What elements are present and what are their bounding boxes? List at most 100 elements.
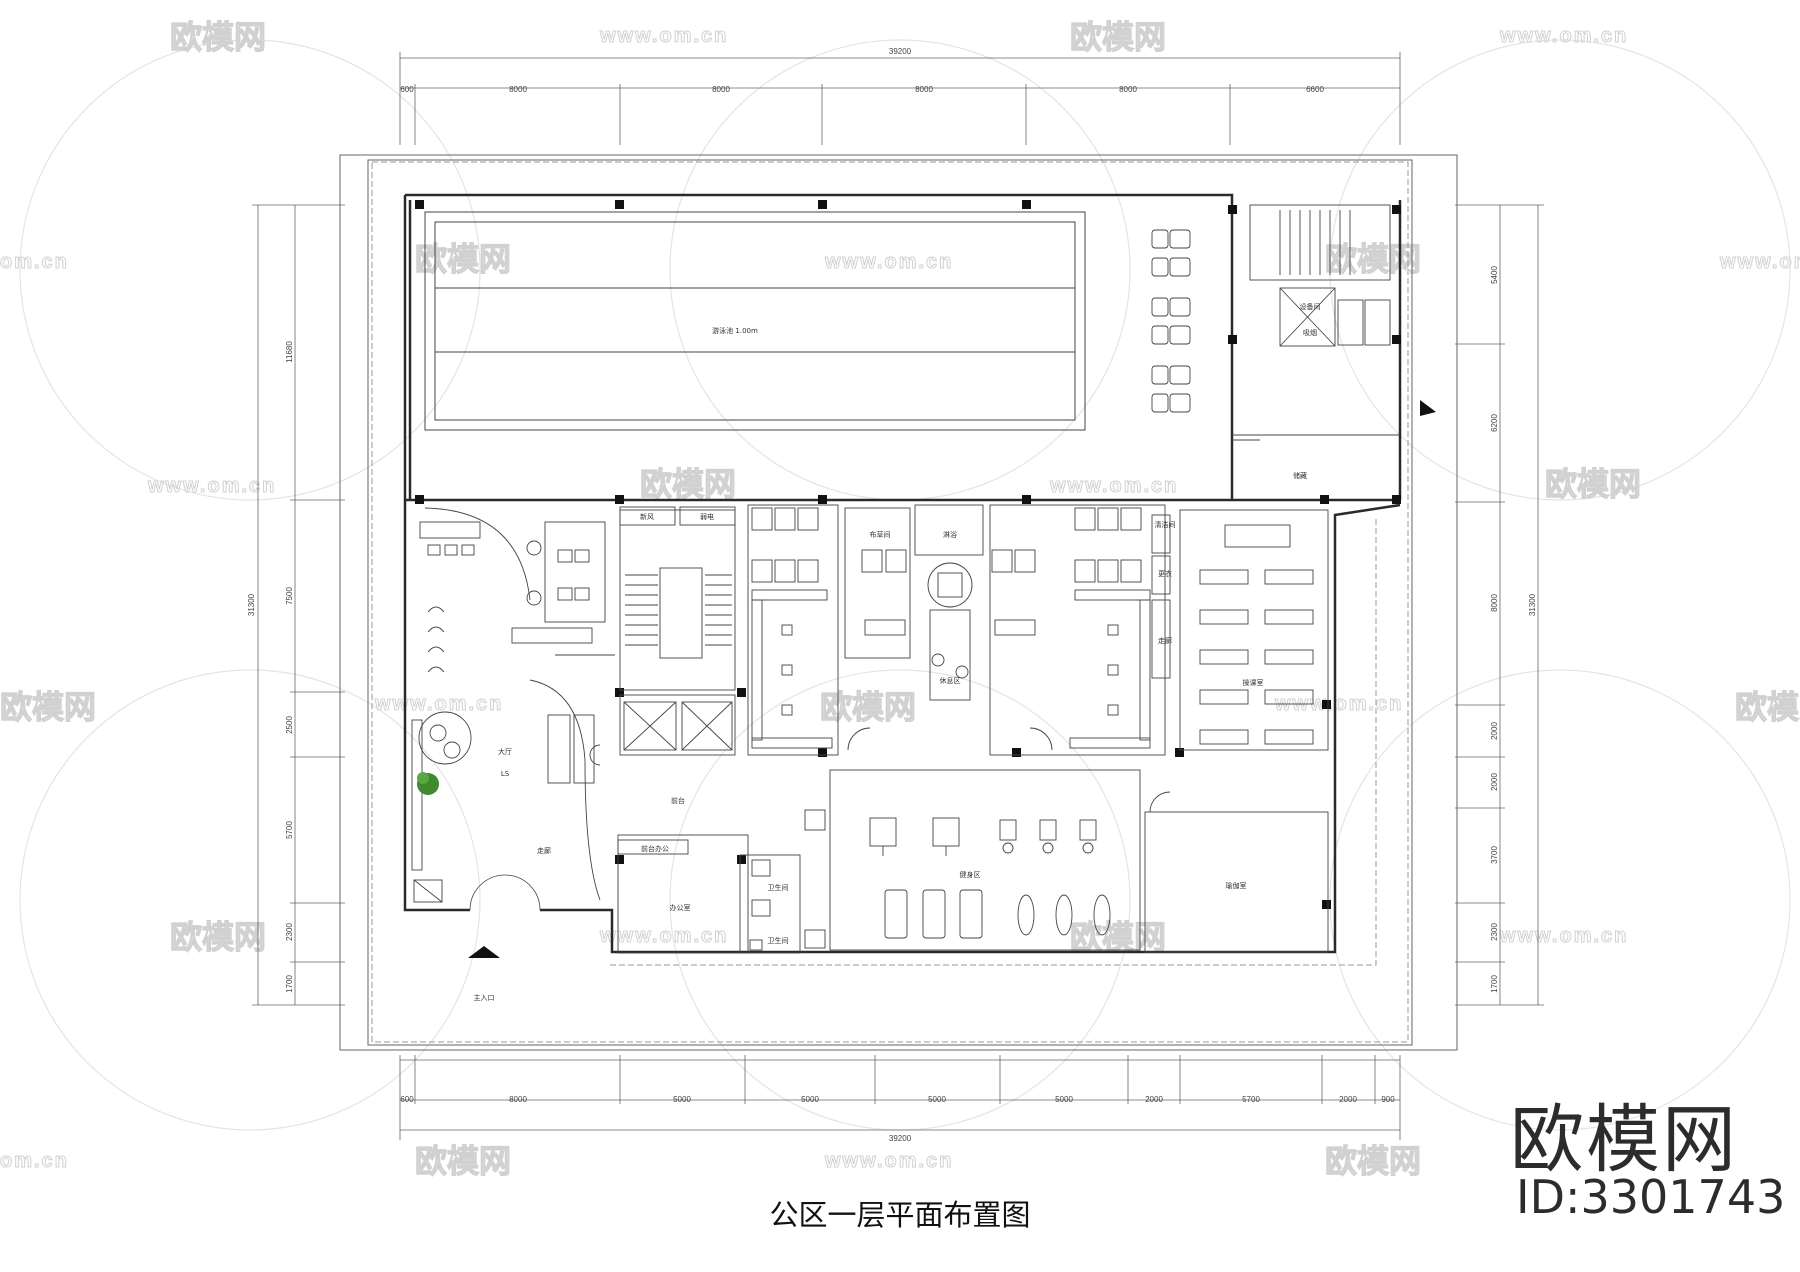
- watermark-url: www.om.cn: [1274, 693, 1403, 715]
- dim-bottom-seg: 2000: [1145, 1095, 1163, 1104]
- watermark-url: www.om.cn: [824, 251, 953, 273]
- gym-area: [804, 769, 1141, 951]
- watermark-url: www.om.cn: [1499, 25, 1628, 47]
- room-label-pool: 游泳池 1.00m: [712, 326, 758, 335]
- dim-right-seg: 5400: [1490, 266, 1499, 284]
- watermark-url: www.om.cn: [599, 25, 728, 47]
- watermark-url: www.om.cn: [1499, 925, 1628, 947]
- site-boundary: [339, 154, 1458, 1051]
- room-label-b: 弱电: [700, 512, 714, 521]
- northeast-core: [1232, 204, 1400, 441]
- office-block: [617, 834, 826, 954]
- dim-top-total: 39200: [889, 47, 912, 56]
- dim-top-seg: 6600: [1306, 85, 1324, 94]
- dim-right-seg: 2000: [1490, 773, 1499, 791]
- room-label-front-desk: 前台: [671, 796, 685, 805]
- watermark-logo: 欧模网: [415, 1142, 511, 1180]
- room-label-lobby: 大厅: [498, 747, 512, 756]
- room-label-studio: 操课室: [1243, 678, 1264, 687]
- dim-bottom-total: 39200: [889, 1134, 912, 1143]
- pool-loungers: [1151, 229, 1191, 413]
- watermark-url: www.om.cn: [1719, 251, 1800, 273]
- entrance-door: [469, 874, 541, 911]
- watermark-logo: 欧模网: [170, 18, 266, 56]
- dim-top-seg: 8000: [915, 85, 933, 94]
- room-label-c: 清洁间: [1155, 520, 1176, 529]
- structural-columns: [415, 200, 1401, 909]
- watermark-logo: 欧模网: [1325, 240, 1421, 278]
- dim-right-seg: 8000: [1490, 594, 1499, 612]
- dim-bottom-seg: 5000: [673, 1095, 691, 1104]
- dim-left-total: 31300: [247, 593, 256, 616]
- dim-bottom-seg: 600: [400, 1095, 414, 1104]
- room-label-smoking: 吸烟: [1303, 328, 1317, 337]
- watermark-logo: 欧模网: [820, 688, 916, 726]
- dimension-bottom: [399, 1055, 1401, 1140]
- watermark-url: www.om.cn: [1049, 475, 1178, 497]
- central-core: [619, 506, 736, 756]
- dimension-top: [399, 52, 1401, 145]
- room-label-yoga: 瑜伽室: [1226, 881, 1247, 890]
- room-label-d: 更衣: [1158, 569, 1172, 578]
- exterior-walls: [403, 193, 1402, 954]
- watermark-logo: 欧模网: [170, 918, 266, 956]
- locker-room-west: [747, 504, 911, 756]
- watermark-logo: 欧模网: [1735, 688, 1800, 726]
- dim-bottom-seg: 8000: [509, 1095, 527, 1104]
- dimension-right: [1455, 204, 1544, 1006]
- planter: [417, 772, 439, 795]
- dim-bottom-seg: 5000: [801, 1095, 819, 1104]
- room-label-toilet-a: 卫生间: [768, 883, 789, 892]
- brand-logo-text: 欧模网: [1510, 1097, 1738, 1183]
- dim-right-seg: 2300: [1490, 923, 1499, 941]
- room-label-spa: 淋浴: [943, 530, 957, 539]
- dim-left-seg: 11680: [285, 341, 294, 363]
- dim-right-seg: 1700: [1490, 975, 1499, 993]
- watermark-url: www.om.cn: [374, 693, 503, 715]
- watermark-url: om.cn: [0, 251, 69, 273]
- room-label-gym: 健身区: [960, 870, 981, 879]
- dim-left-seg: 2500: [285, 716, 294, 734]
- watermark-logo: 欧模网: [415, 240, 511, 278]
- drawing-title: 公区一层平面布置图: [769, 1198, 1031, 1232]
- dimension-left: [252, 204, 345, 1006]
- room-label-office: 办公室: [670, 903, 691, 912]
- watermark-url: www.om.cn: [599, 925, 728, 947]
- dim-bottom-seg: 2000: [1339, 1095, 1357, 1104]
- studio-room: [1179, 509, 1329, 751]
- watermark-logo: 欧模网: [0, 688, 96, 726]
- room-label-corridor: 走廊: [537, 846, 551, 855]
- watermark-url: www.om.cn: [824, 1150, 953, 1172]
- watermark-logo: 欧模网: [1545, 465, 1641, 503]
- dim-right-total: 31300: [1528, 593, 1537, 616]
- dim-bottom-seg: 5000: [1055, 1095, 1073, 1104]
- brand-id: ID:3301743: [1516, 1170, 1786, 1224]
- watermark-url: www.om.cn: [147, 475, 276, 497]
- watermark-logo: 欧模网: [1325, 1142, 1421, 1180]
- room-label-reception-office: 前台办公: [641, 844, 669, 853]
- dim-left-seg: 2300: [285, 923, 294, 941]
- dim-top-seg: 8000: [712, 85, 730, 94]
- dim-left-seg: 1700: [285, 975, 294, 993]
- room-label-storage: 储藏: [1293, 471, 1307, 480]
- dim-bottom-seg: 5700: [1242, 1095, 1260, 1104]
- room-label-laundry: 布草间: [870, 530, 891, 539]
- label-entrance: 主入口: [474, 993, 495, 1002]
- locker-room-east: [989, 504, 1171, 756]
- dim-left-seg: 7500: [285, 587, 294, 605]
- dim-right-seg: 2000: [1490, 722, 1499, 740]
- dim-right-seg: 6200: [1490, 414, 1499, 432]
- watermark-logo: 欧模网: [640, 465, 736, 503]
- dim-top-seg: 600: [400, 85, 414, 94]
- spa-core: [914, 504, 984, 701]
- room-label-toilet-b: 卫生间: [768, 936, 789, 945]
- dim-bottom-seg: 5000: [928, 1095, 946, 1104]
- dim-top-seg: 8000: [1119, 85, 1137, 94]
- room-label-lounge: 休息区: [940, 676, 961, 685]
- dim-top-seg: 8000: [509, 85, 527, 94]
- north-arrow-marker: [1420, 400, 1436, 416]
- dim-bottom-seg: 900: [1381, 1095, 1395, 1104]
- watermark-logo: 欧模网: [1070, 18, 1166, 56]
- dim-right-seg: 3700: [1490, 846, 1499, 864]
